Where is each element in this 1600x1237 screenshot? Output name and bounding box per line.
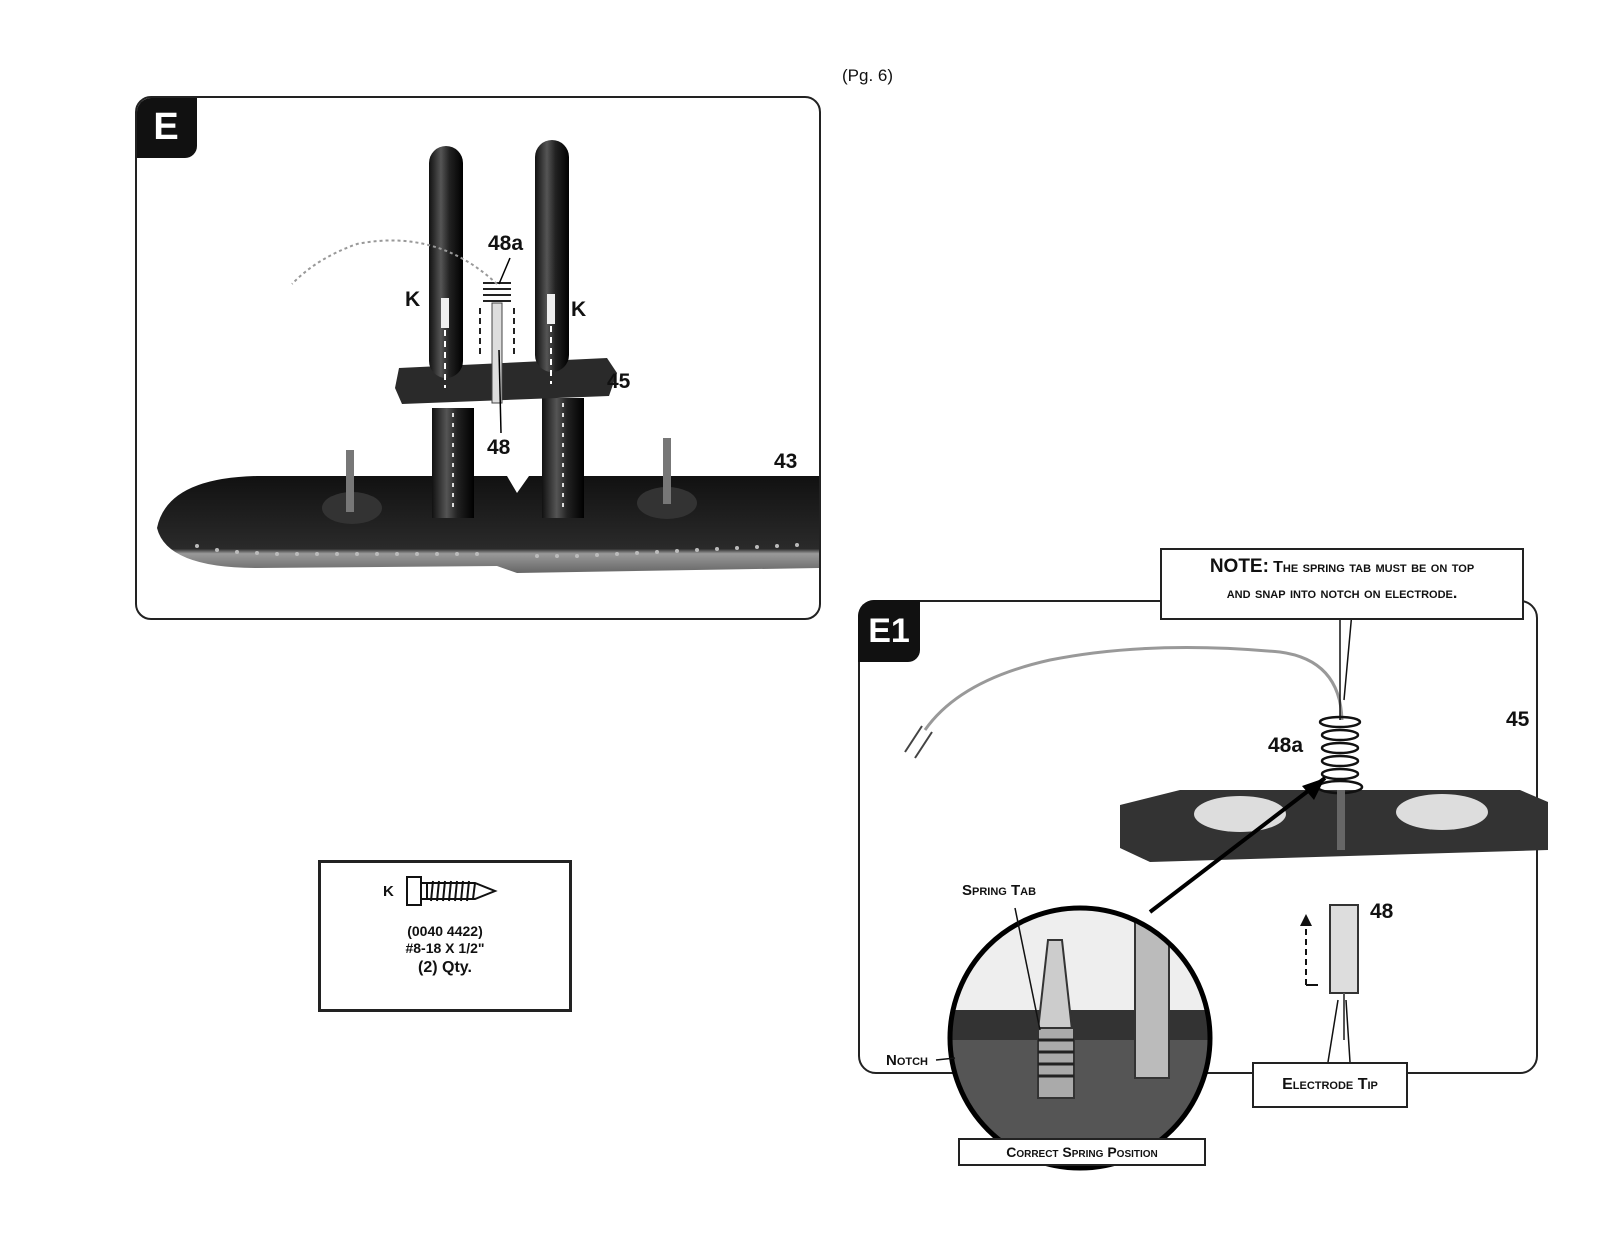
hardware-quantity: (2) Qty. bbox=[418, 959, 472, 976]
label-48: 48 bbox=[487, 436, 511, 459]
note-line-1: The spring tab must be on top bbox=[1273, 559, 1475, 576]
page-number: (Pg. 6) bbox=[842, 66, 894, 85]
notch-label: Notch bbox=[886, 1052, 928, 1069]
hardware-letter: K bbox=[383, 883, 394, 900]
e1-label-48: 48 bbox=[1370, 900, 1394, 923]
figure-e-panel: E bbox=[135, 96, 821, 620]
spring-tab-label: Spring Tab bbox=[962, 882, 1037, 899]
screw-icon bbox=[406, 876, 498, 906]
hardware-size: #8-18 X 1/2" bbox=[405, 940, 485, 956]
label-48a: 48a bbox=[488, 232, 524, 255]
hardware-part-number: (0040 4422) bbox=[407, 923, 483, 939]
label-k-left: K bbox=[405, 288, 421, 311]
figure-e1-tag: E1 bbox=[858, 600, 920, 662]
label-43: 43 bbox=[774, 450, 798, 473]
note-lead: NOTE: bbox=[1209, 556, 1269, 577]
hardware-box: K (0040 4422) #8-18 X 1/2" (2) Qty. bbox=[318, 860, 572, 1012]
e1-label-45: 45 bbox=[1506, 708, 1530, 731]
note-line-2: and snap into notch on electrode. bbox=[1226, 585, 1458, 602]
e1-label-48a: 48a bbox=[1268, 734, 1304, 757]
correct-spring-position-label: Correct Spring Position bbox=[958, 1138, 1206, 1166]
figure-e1-panel: E1 bbox=[858, 600, 1538, 1074]
electrode-tip-label: Electrode Tip bbox=[1252, 1062, 1408, 1108]
figure-e-illustration bbox=[157, 140, 819, 573]
figure-e-tag: E bbox=[137, 98, 197, 158]
note-callout: NOTE: The spring tab must be on top and … bbox=[1160, 548, 1524, 620]
label-k-right: K bbox=[571, 298, 587, 321]
label-45: 45 bbox=[607, 370, 631, 393]
